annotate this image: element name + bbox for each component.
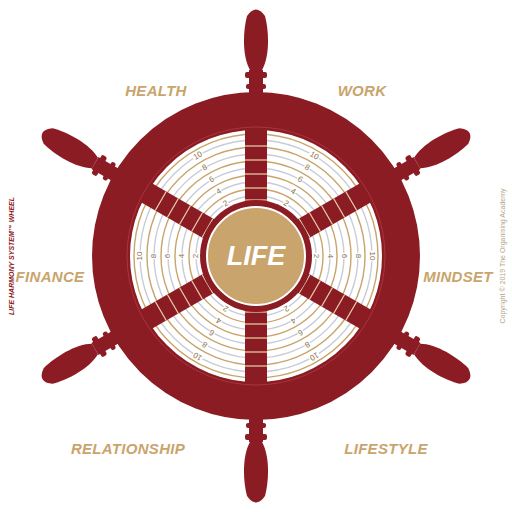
category-label: HEALTH xyxy=(125,83,187,98)
scale-number: 8 xyxy=(150,253,158,259)
copyright-note: Copyright © 2019 The Organising Academy xyxy=(499,189,506,324)
category-label: MINDSET xyxy=(423,269,493,284)
hub-collar xyxy=(200,200,312,312)
scale-number: 8 xyxy=(354,253,362,259)
scale-number: 6 xyxy=(340,253,348,259)
category-label: FINANCE xyxy=(16,269,85,284)
rim-line xyxy=(127,127,385,385)
scale-number: 4 xyxy=(178,253,186,259)
category-label: LIFESTYLE xyxy=(344,441,428,456)
side-title: LIFE HARMONY SYSTEM™ WHEEL xyxy=(8,197,15,315)
category-label: RELATIONSHIP xyxy=(71,441,185,456)
hub-circle: LIFE xyxy=(206,206,306,306)
wheel-arms xyxy=(37,10,476,503)
wheel-rim xyxy=(111,111,401,401)
scale-number: 4 xyxy=(326,253,334,259)
scale-number: 6 xyxy=(164,253,172,259)
scale-number: 10 xyxy=(368,251,376,262)
category-label: WORK xyxy=(338,83,387,98)
scale-number: 2 xyxy=(312,253,320,259)
scale-number: 10 xyxy=(136,251,144,262)
scale-number: 2 xyxy=(192,253,200,259)
hub-title: LIFE xyxy=(227,241,286,272)
